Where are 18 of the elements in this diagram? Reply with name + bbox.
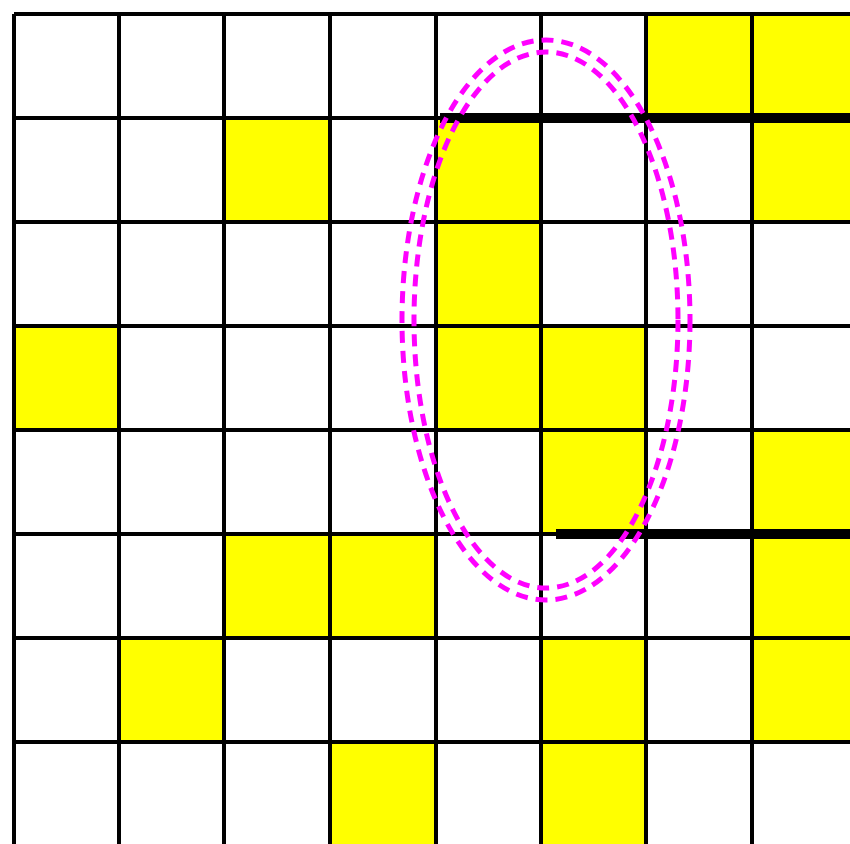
highlighted-cell (752, 118, 850, 222)
highlighted-cell (752, 534, 850, 638)
highlighted-cell (752, 638, 850, 742)
highlighted-cell (541, 430, 646, 534)
highlighted-cell (436, 222, 541, 326)
highlighted-cell (436, 326, 541, 430)
highlighted-cell (14, 326, 119, 430)
highlighted-cell (224, 534, 330, 638)
highlighted-cell (330, 742, 436, 844)
highlighted-cell (119, 638, 224, 742)
highlighted-cell (541, 638, 646, 742)
highlighted-cell (541, 326, 646, 430)
highlighted-cell (752, 430, 850, 534)
highlighted-cell (330, 534, 436, 638)
highlighted-cell (752, 14, 850, 118)
highlighted-cell (224, 118, 330, 222)
highlighted-cell (541, 742, 646, 844)
highlighted-cell (646, 14, 752, 118)
